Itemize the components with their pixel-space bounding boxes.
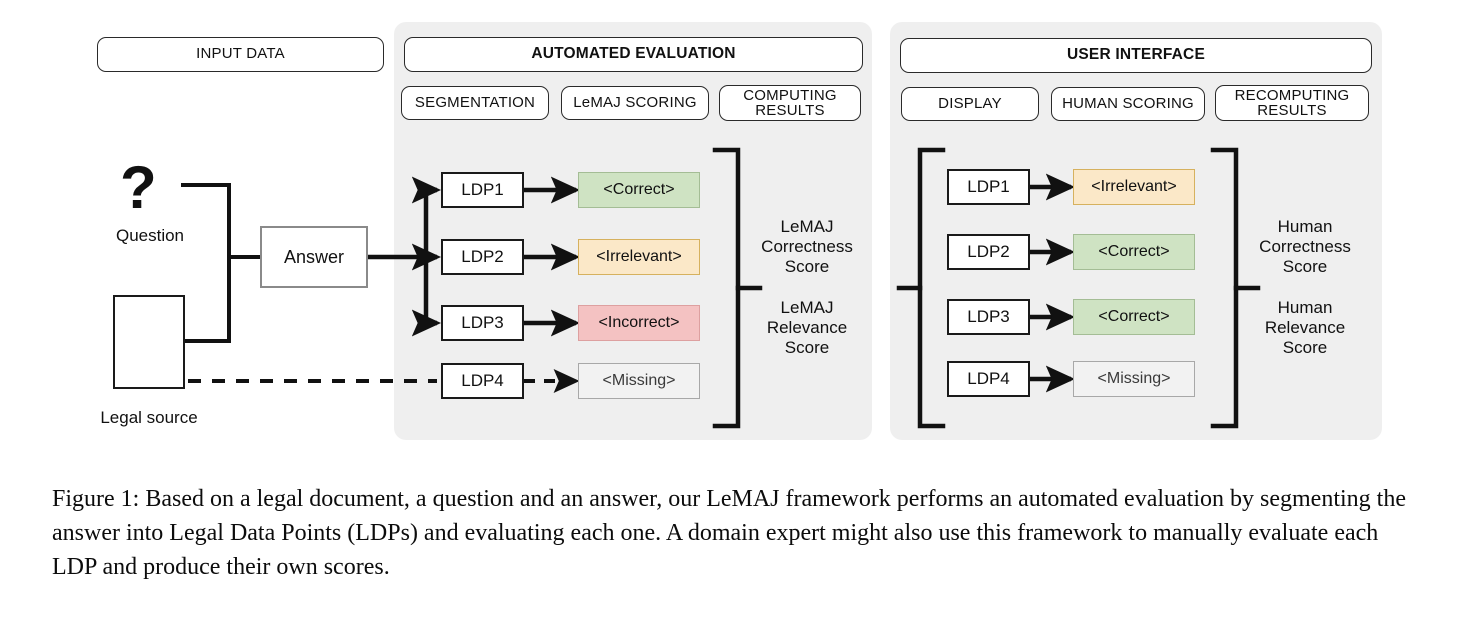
legal-source-label: Legal source bbox=[100, 408, 198, 427]
ui-ldp4-verdict[interactable]: <Missing> bbox=[1073, 361, 1195, 397]
ui-ldp3-verdict[interactable]: <Correct> bbox=[1073, 299, 1195, 335]
ui-ldp1-box[interactable]: LDP1 bbox=[947, 169, 1030, 205]
ui-ldp2-box[interactable]: LDP2 bbox=[947, 234, 1030, 270]
auto-ldp1-verdict: <Correct> bbox=[578, 172, 700, 208]
header-lemaj-scoring: LeMAJ SCORING bbox=[561, 86, 709, 120]
header-automated-evaluation: AUTOMATED EVALUATION bbox=[404, 37, 863, 72]
auto-ldp4-box: LDP4 bbox=[441, 363, 524, 399]
auto-ldp1-box: LDP1 bbox=[441, 172, 524, 208]
auto-ldp3-verdict: <Incorrect> bbox=[578, 305, 700, 341]
lemaj-correctness-score-label: LeMAJ Correctness Score bbox=[761, 217, 853, 277]
ui-ldp3-box[interactable]: LDP3 bbox=[947, 299, 1030, 335]
auto-ldp4-verdict: <Missing> bbox=[578, 363, 700, 399]
header-user-interface: USER INTERFACE bbox=[900, 38, 1372, 73]
question-label: Question bbox=[115, 226, 185, 245]
input-merge-lines bbox=[181, 183, 260, 343]
auto-ldp3-box: LDP3 bbox=[441, 305, 524, 341]
question-mark-icon: ? bbox=[120, 154, 157, 221]
ui-ldp2-verdict[interactable]: <Correct> bbox=[1073, 234, 1195, 270]
header-human-scoring: HUMAN SCORING bbox=[1051, 87, 1205, 121]
legal-source-document-icon bbox=[113, 295, 185, 389]
figure-caption: Figure 1: Based on a legal document, a q… bbox=[52, 486, 1406, 581]
header-computing-results: COMPUTING RESULTS bbox=[719, 85, 861, 121]
header-segmentation: SEGMENTATION bbox=[401, 86, 549, 120]
auto-ldp2-box: LDP2 bbox=[441, 239, 524, 275]
lemaj-relevance-score-label: LeMAJ Relevance Score bbox=[766, 298, 848, 358]
header-recomputing-results: RECOMPUTING RESULTS bbox=[1215, 85, 1369, 121]
answer-box: Answer bbox=[260, 226, 368, 288]
ui-ldp1-verdict[interactable]: <Irrelevant> bbox=[1073, 169, 1195, 205]
auto-ldp2-verdict: <Irrelevant> bbox=[578, 239, 700, 275]
header-input-data: INPUT DATA bbox=[97, 37, 384, 72]
ui-ldp4-box[interactable]: LDP4 bbox=[947, 361, 1030, 397]
header-display: DISPLAY bbox=[901, 87, 1039, 121]
human-relevance-score-label: Human Relevance Score bbox=[1264, 298, 1346, 358]
human-correctness-score-label: Human Correctness Score bbox=[1259, 217, 1351, 277]
